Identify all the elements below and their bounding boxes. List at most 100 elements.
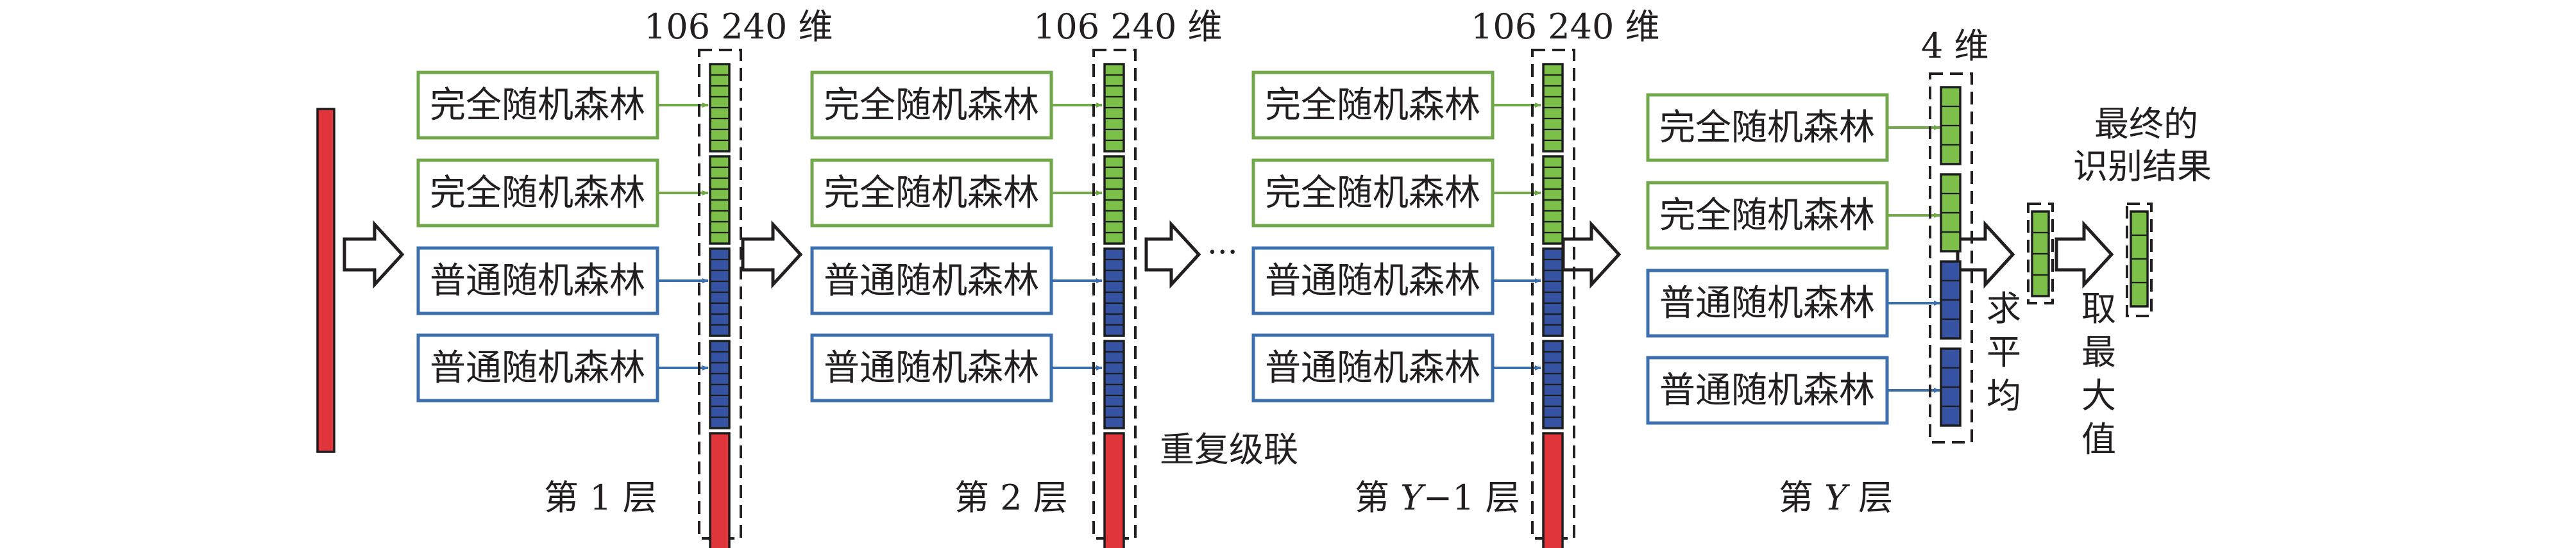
layer-y-minus-1-label-suffix: −1 层	[1423, 477, 1520, 518]
layer-2-output-vector-cell-1-6	[1103, 117, 1125, 131]
layer-y-minus-1-forest-2-label: 完全随机森林	[1265, 172, 1480, 214]
layer-1-output-vector-segment-4	[709, 340, 731, 429]
layer-1-output-vector-cell-2-8	[709, 231, 731, 245]
layer-y: 4 维 完全随机森林 完全随机森林 普通随机森林 普通随机森林 第 Y 层	[1646, 26, 1989, 518]
layer-y-minus-1-output-vector-cell-2-8	[1542, 231, 1564, 245]
take-max-label-char-3: 大	[2081, 376, 2116, 416]
layer-1-output-vector-cell-3-5	[709, 291, 731, 304]
layer-y-minus-1-output-vector-cell-3-6	[1542, 302, 1564, 315]
layer-y-minus-1-output-vector-cell-3-3	[1542, 269, 1564, 283]
average-label-char-1: 求	[1987, 288, 2021, 329]
layer-2-output-vector-cell-2-2	[1103, 166, 1125, 179]
layer-y-minus-1-output-vector-cell-4-8	[1542, 416, 1564, 429]
layer-1-output-vector-cell-3-3	[709, 269, 731, 283]
layer-y-minus-1-output-vector-segment-4	[1542, 340, 1564, 429]
layer-2-output-vector-segment-5	[1103, 432, 1125, 548]
layer-y-minus-1-output-vector-cell-1-8	[1542, 139, 1564, 153]
layer-2-output-vector-cell-2-4	[1103, 188, 1125, 201]
layer-1-forest-2-label: 完全随机森林	[430, 172, 645, 214]
layer-1-label: 第 1 层	[544, 477, 657, 518]
layer-1-output-vector-cell-1-8	[709, 139, 731, 153]
flow-arrow-5	[1956, 220, 2015, 289]
layer-1: 106 240 维 完全随机森林 完全随机森林 普通随机森林 普通随机森林 第 …	[416, 6, 833, 548]
layer-1-output-vector-cell-2-7	[709, 220, 731, 234]
layer-y-minus-1: 106 240 维 完全随机森林 完全随机森林 普通随机森林 普通随机森林 第 …	[1251, 6, 1659, 548]
layer-y-output-vector-cell-1-1	[1940, 86, 1962, 108]
layer-y-minus-1-output-vector-cell-2-7	[1542, 220, 1564, 234]
layer-2-output-vector-cell-1-3	[1103, 85, 1125, 98]
layer-2-output-vector-cell-2-8	[1103, 231, 1125, 245]
layer-2-output-vector-cell-1-7	[1103, 128, 1125, 142]
final-result-vector-cell-1-1	[2130, 210, 2149, 237]
layer-1-output-vector-cell-3-7	[709, 313, 731, 326]
layer-2-output-box	[1092, 49, 1137, 540]
layer-y-minus-1-output-vector-segment-5	[1542, 432, 1564, 548]
layer-y-minus-1-output-vector-cell-4-6	[1542, 394, 1564, 408]
layer-2-output-vector	[1103, 63, 1125, 548]
average-output-vector-cell-1-3	[2031, 253, 2050, 276]
layer-y-minus-1-output-vector-cell-4-7	[1542, 405, 1564, 419]
layer-y-output-vector-segment-2	[1940, 173, 1962, 253]
layer-1-output-vector-cell-3-8	[709, 324, 731, 337]
layer-y-output-vector-cell-1-4	[1940, 144, 1962, 165]
layer-2-output-vector-cell-3-6	[1103, 302, 1125, 315]
layer-1-output-vector-cell-4-5	[709, 383, 731, 397]
layer-y-output-vector-cell-4-3	[1940, 386, 1962, 408]
average-output-vector-cell-1-2	[2031, 231, 2050, 255]
layer-2-output-vector-cell-3-1	[1103, 247, 1125, 261]
layer-2-output-vector-cell-3-2	[1103, 258, 1125, 272]
layer-y-label-variable: Y	[1824, 477, 1850, 518]
layer-2-output-vector-cell-1-2	[1103, 74, 1125, 87]
layer-y-minus-1-output-vector-cell-4-5	[1542, 383, 1564, 397]
layer-1-output-vector-cell-2-6	[709, 210, 731, 223]
layer-1-output-vector-cell-1-2	[709, 74, 731, 87]
layer-y-output-vector-cell-3-4	[1940, 318, 1962, 340]
layer-y-minus-1-output-vector-cell-3-2	[1542, 258, 1564, 272]
layer-y-minus-1-output-vector-cell-1-4	[1542, 95, 1564, 109]
layer-y-minus-1-output-vector-cell-2-5	[1542, 199, 1564, 212]
layer-2-forest-2-label: 完全随机森林	[824, 172, 1039, 214]
layer-1-output-vector-segment-1	[709, 63, 731, 153]
layer-y-output-vector-cell-3-1	[1940, 260, 1962, 282]
layer-y-forest-4-label: 普通随机森林	[1659, 370, 1875, 411]
average-output-vector	[2031, 210, 2050, 297]
layer-y-forest-2	[1646, 181, 1889, 250]
layer-2-forest-4-label: 普通随机森林	[824, 347, 1039, 389]
flow-arrow-2	[741, 220, 803, 289]
layer-y-minus-1-output-vector-cell-2-4	[1542, 188, 1564, 201]
layer-1-output-vector-cell-4-7	[709, 405, 731, 419]
layer-2-output-vector-cell-1-8	[1103, 139, 1125, 153]
layer-1-output-vector-cell-3-4	[709, 280, 731, 294]
layer-y-minus-1-output-vector-cell-1-7	[1542, 128, 1564, 142]
layer-2-forest-1-label: 完全随机森林	[824, 85, 1039, 126]
layer-y-minus-1-output-vector-cell-2-1	[1542, 155, 1564, 169]
layer-2-output-vector-cell-2-1	[1103, 155, 1125, 169]
layer-y-minus-1-dimension-label: 106 240 维	[1471, 6, 1659, 47]
layer-2-output-vector-segment-1	[1103, 63, 1125, 153]
layer-1-output-vector-cell-5-1	[709, 432, 731, 548]
layer-y-minus-1-output-vector-segment-3	[1542, 247, 1564, 337]
layer-2-output-vector-cell-2-5	[1103, 199, 1125, 212]
layer-1-output-vector-cell-2-2	[709, 166, 731, 179]
layer-y-minus-1-output-vector-cell-2-6	[1542, 210, 1564, 223]
layer-2-dimension-label: 106 240 维	[1033, 6, 1222, 47]
layer-2-output-vector-cell-4-4	[1103, 372, 1125, 386]
layer-y-minus-1-output-vector-cell-3-5	[1542, 291, 1564, 304]
layer-2-label: 第 2 层	[954, 477, 1068, 518]
ellipsis: ···	[1207, 233, 1238, 270]
layer-y-output-vector-cell-4-2	[1940, 367, 1962, 388]
layer-y-minus-1-output-vector-cell-2-3	[1542, 177, 1564, 190]
layer-1-output-vector-segment-3	[709, 247, 731, 337]
layer-y-minus-1-output-vector-cell-4-2	[1542, 351, 1564, 364]
final-result-box	[2126, 203, 2153, 317]
flow-arrow-6	[2055, 220, 2114, 289]
layer-y-output-vector-cell-1-3	[1940, 124, 1962, 146]
layer-y-minus-1-label-variable: Y	[1400, 477, 1426, 518]
layer-y-output-vector-cell-2-4	[1940, 231, 1962, 253]
layer-1-forest-1-label: 完全随机森林	[430, 85, 645, 126]
final-result-vector	[2130, 210, 2149, 308]
layer-y-output-vector-segment-3	[1940, 260, 1962, 340]
layer-1-output-vector-cell-2-4	[709, 188, 731, 201]
layer-2-output-vector-cell-4-1	[1103, 340, 1125, 353]
